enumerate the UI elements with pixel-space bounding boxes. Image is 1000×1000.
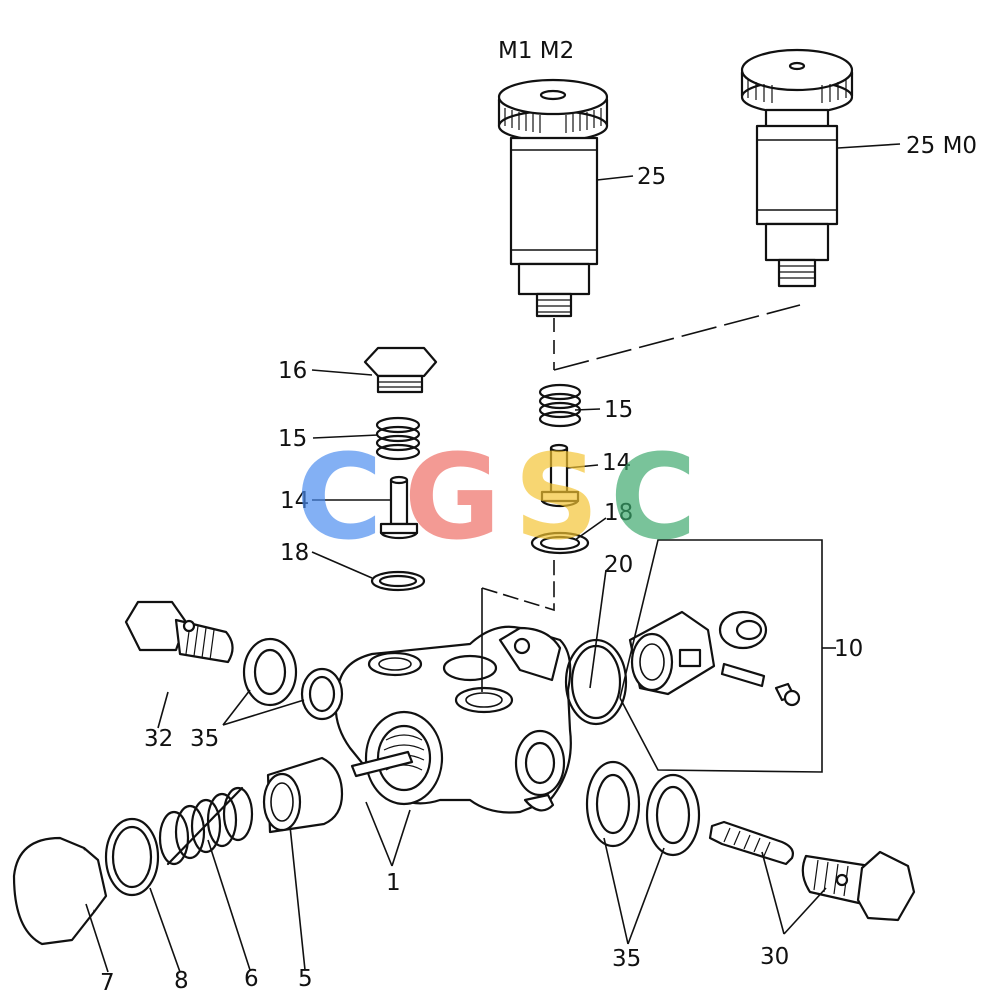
watermark-letter-c2: C — [610, 428, 697, 566]
label-20: 20 — [604, 552, 633, 578]
hollow-bolt-32 — [124, 600, 234, 664]
connection-line-m0 — [553, 304, 801, 371]
pump-body-1 — [334, 625, 572, 814]
washer-35-c — [585, 760, 641, 848]
washer-35-a — [242, 637, 298, 707]
spring-15-left — [375, 416, 421, 461]
label-6: 6 — [244, 966, 259, 992]
label-1: 1 — [386, 870, 401, 896]
watermark-letter-c1: C — [296, 428, 383, 566]
label-10: 10 — [834, 636, 863, 662]
hand-primer-pump-m0 — [740, 48, 854, 288]
bracket-10 — [619, 539, 823, 773]
watermark-logo: C G S C — [296, 428, 697, 566]
snap-ring-20 — [564, 638, 628, 726]
label-16: 16 — [278, 358, 307, 384]
gasket-8 — [104, 817, 160, 897]
label-15-right: 15 — [604, 397, 633, 423]
label-15-left: 15 — [278, 426, 307, 452]
valve-14-left — [379, 475, 419, 540]
spring-6 — [158, 786, 254, 866]
spring-15-right — [538, 383, 582, 428]
leader-lines — [85, 143, 901, 973]
cover-7 — [12, 836, 108, 946]
strainer-30 — [708, 820, 794, 866]
label-35-left: 35 — [190, 726, 219, 752]
label-32: 32 — [144, 726, 173, 752]
piston-assembly-10 — [628, 610, 801, 707]
label-5: 5 — [298, 966, 313, 992]
valve-14-right — [540, 443, 580, 508]
label-14-left: 14 — [280, 488, 309, 514]
seal-ring-18-right — [530, 531, 590, 555]
hollow-bolt-30 — [801, 850, 916, 922]
watermark-letter-g: G — [404, 428, 501, 566]
label-m1-m2: M1 M2 — [498, 38, 574, 64]
watermark-letter-s: S — [514, 428, 599, 566]
label-8: 8 — [174, 968, 189, 994]
washer-35-d — [645, 773, 701, 857]
piston-5 — [262, 756, 344, 834]
label-14-right: 14 — [602, 450, 631, 476]
label-25: 25 — [637, 164, 666, 190]
washer-35-b — [300, 667, 344, 721]
plug-16 — [363, 346, 438, 394]
label-25-m0: 25 M0 — [906, 133, 977, 159]
label-7: 7 — [100, 970, 115, 996]
label-18-right: 18 — [604, 500, 633, 526]
part-labels: M1 M2 25 25 M0 16 15 15 14 14 18 18 20 1… — [100, 38, 977, 996]
label-30: 30 — [760, 944, 789, 970]
hand-primer-pump-m1m2 — [497, 78, 609, 318]
label-18-left: 18 — [280, 540, 309, 566]
seal-ring-18-left — [370, 570, 426, 592]
label-35-bottom: 35 — [612, 946, 641, 972]
